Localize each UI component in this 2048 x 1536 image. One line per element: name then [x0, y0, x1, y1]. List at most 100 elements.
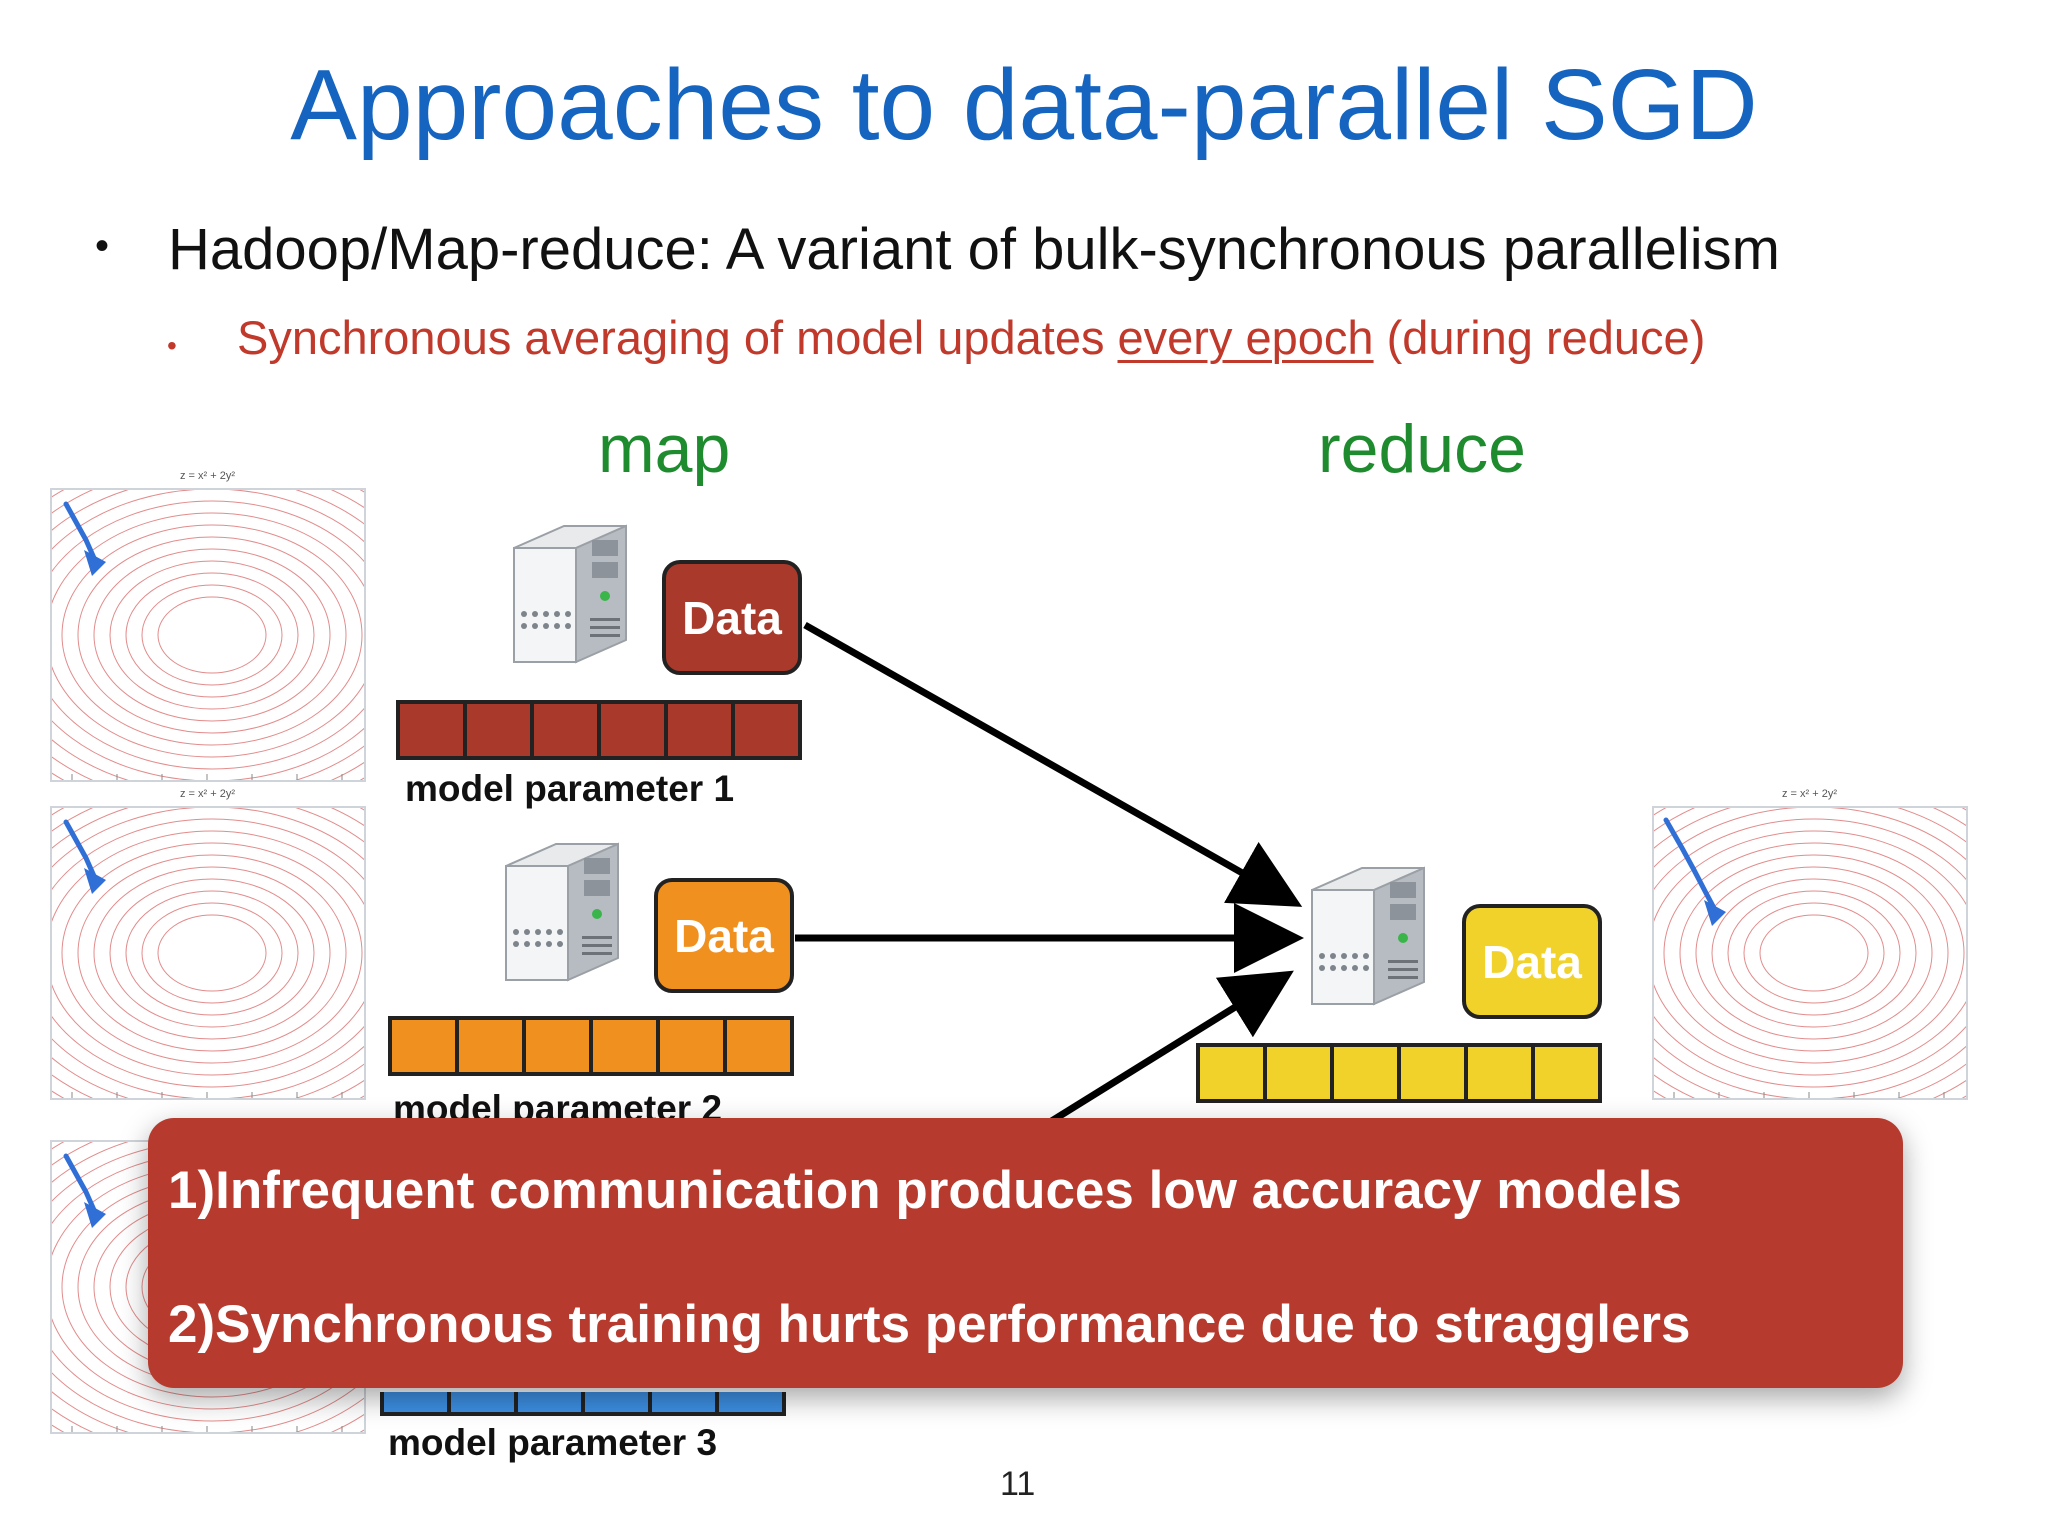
param-cell [735, 704, 798, 756]
drive-bay [584, 880, 610, 896]
front-dot [546, 941, 552, 947]
vent [582, 936, 612, 939]
vent [582, 952, 612, 955]
descent-arrowhead [1704, 900, 1726, 926]
server-front [513, 547, 577, 663]
front-dot [524, 941, 530, 947]
contour-line [1711, 878, 1917, 1028]
param-cell [400, 704, 467, 756]
param-cell [1401, 1047, 1468, 1099]
param-cell [1468, 1047, 1535, 1099]
param-label-3: model parameter 3 [388, 1422, 718, 1463]
contour-line [93, 866, 331, 1040]
power-led [600, 591, 610, 601]
param-cell [652, 1392, 719, 1412]
power-led [1398, 933, 1408, 943]
front-dot [1341, 953, 1347, 959]
contour-line [141, 584, 283, 686]
param-cell [1200, 1047, 1267, 1099]
contour-line [52, 830, 364, 1076]
front-dot [513, 929, 519, 935]
front-dot [521, 623, 527, 629]
front-dot [565, 623, 571, 629]
bullet-sub-after: (during reduce) [1373, 311, 1706, 364]
contour-line [52, 500, 364, 770]
sub-bullet-dot: • [167, 330, 177, 361]
front-dot [554, 611, 560, 617]
front-dot [1352, 965, 1358, 971]
param-cell [1267, 1047, 1334, 1099]
server-icon-2 [486, 836, 636, 991]
drive-bay [1390, 904, 1416, 920]
param-cell [384, 1392, 451, 1412]
contour-line [109, 560, 315, 710]
descent-path [63, 819, 97, 879]
data-box-1: Data [662, 560, 802, 675]
plot-title-1: z = x² + 2y² [180, 470, 236, 482]
contour-line [77, 854, 347, 1052]
param-row-3 [380, 1392, 786, 1416]
front-dot [521, 611, 527, 617]
param-cell [601, 704, 668, 756]
param-cell [585, 1392, 652, 1412]
param-cell [467, 704, 534, 756]
server-icon-1 [494, 518, 644, 673]
param-cell [534, 704, 601, 756]
contour-line [93, 548, 331, 722]
contour-line [61, 524, 363, 746]
descent-arrowhead [84, 550, 106, 576]
contour-line [141, 902, 283, 1004]
front-dot [532, 623, 538, 629]
param-cell [719, 1392, 782, 1412]
front-dot [535, 929, 541, 935]
vent [1388, 960, 1418, 963]
front-dot [543, 623, 549, 629]
contour-line [1743, 902, 1885, 1004]
descent-path [63, 1153, 97, 1213]
callout-line-2: 2)Synchronous training hurts performance… [168, 1295, 1691, 1354]
front-dot [1363, 965, 1369, 971]
front-dot [513, 941, 519, 947]
vent [590, 626, 620, 629]
slide-title: Approaches to data-parallel SGD [290, 49, 1758, 161]
server-front [1311, 889, 1375, 1005]
descent-path [1663, 817, 1717, 911]
front-dot [532, 611, 538, 617]
contour-line [1654, 830, 1966, 1076]
front-dot [543, 611, 549, 617]
bullet-sub-before: Synchronous averaging of model updates [237, 311, 1118, 364]
contour-line [1759, 914, 1869, 992]
param-label-1: model parameter 1 [405, 768, 735, 809]
vent [590, 634, 620, 637]
front-dot [554, 623, 560, 629]
contour-line [109, 878, 315, 1028]
front-dot [524, 929, 530, 935]
drive-bay [592, 562, 618, 578]
param-cell [526, 1020, 593, 1072]
drive-bay [592, 540, 618, 556]
contour-line [125, 890, 299, 1016]
front-dot [535, 941, 541, 947]
param-cell [459, 1020, 526, 1072]
plot-title-4: z = x² + 2y² [1782, 788, 1838, 800]
data-box-reducer: Data [1462, 904, 1602, 1019]
front-dot [1341, 965, 1347, 971]
front-dot [1319, 953, 1325, 959]
bullet-sub: Synchronous averaging of model updates e… [237, 312, 1705, 364]
front-dot [1330, 965, 1336, 971]
contour-line [1695, 866, 1933, 1040]
bullet-dot: • [95, 224, 110, 268]
contour-line [52, 512, 364, 758]
plot-title-2: z = x² + 2y² [180, 788, 236, 800]
descent-arrowhead [84, 1202, 106, 1228]
param-cell [392, 1020, 459, 1072]
param-row-2 [388, 1016, 794, 1076]
param-cell [668, 704, 735, 756]
callout-box: 1)Infrequent communication produces low … [148, 1118, 1903, 1388]
arrow-worker1-to-reducer [803, 621, 1303, 907]
bullet-sub-underlined: every epoch [1117, 311, 1374, 364]
drive-bay [584, 858, 610, 874]
vent [1388, 968, 1418, 971]
callout-line-1: 1)Infrequent communication produces low … [168, 1161, 1682, 1220]
